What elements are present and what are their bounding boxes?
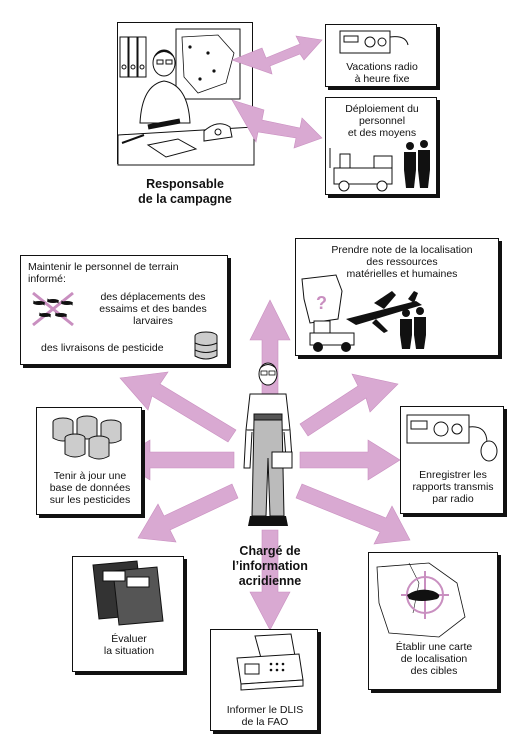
radio-schedule-text: Vacations radio à heure fixe <box>346 61 418 85</box>
barrels-stack-icon <box>52 415 122 460</box>
locate-text: Prendre note de la localisation des ress… <box>331 244 473 280</box>
radio-schedule-box: Vacations radio à heure fixe <box>325 24 437 87</box>
aircraft-icon <box>346 291 422 333</box>
campaign-manager-illustration <box>117 22 255 166</box>
top-arrows <box>231 35 323 149</box>
field-officer-icon <box>243 362 293 526</box>
target-map-box: Établir une carte de localisation des ci… <box>368 552 498 690</box>
radio-reports-box: Enregistrer les rapports transmis par ra… <box>400 406 504 514</box>
inform-dlis-box: Informer le DLIS de la FAO <box>210 629 318 731</box>
evaluate-text: Évaluer la situation <box>103 633 155 657</box>
truck-icon <box>329 148 393 192</box>
locust-swarm-icon <box>32 291 74 327</box>
people-icon <box>400 307 426 349</box>
map-text: Établir une carte de localisation des ci… <box>395 641 473 677</box>
inform-text: Informer le DLIS de la FAO <box>226 704 304 728</box>
tractor-icon <box>309 320 355 352</box>
evaluate-box: Évaluer la situation <box>72 556 184 672</box>
deployment-box: Déploiement du personnel et des moyens <box>325 97 437 195</box>
reports-text: Enregistrer les rapports transmis par ra… <box>412 469 494 505</box>
svg-text:?: ? <box>316 293 327 313</box>
pesticide-barrel-icon <box>194 331 218 360</box>
locate-resources-box: Prendre note de la localisation des ress… <box>295 238 499 356</box>
pesticide-database-box: Tenir à jour une base de données sur les… <box>36 407 142 515</box>
documents-icon <box>92 560 164 626</box>
maintain-item-swarms: des déplacements des essaims et des band… <box>99 291 207 327</box>
people-icon <box>404 140 430 188</box>
deployment-text: Déploiement du personnel et des moyens <box>345 103 419 139</box>
map-question-icon: ? <box>301 274 343 324</box>
fax-machine-icon <box>236 633 304 691</box>
database-text: Tenir à jour une base de données sur les… <box>49 470 131 506</box>
officer-at-desk-icon <box>117 28 255 166</box>
maintain-informed-box: Maintenir le personnel de terrain inform… <box>20 255 228 365</box>
central-role-title: Chargé de l’information acridienne <box>232 544 308 588</box>
radio-transceiver-icon <box>339 30 409 54</box>
campaign-manager-title: Responsable de la campagne <box>138 177 232 206</box>
radio-with-mic-icon <box>406 414 498 462</box>
target-map-icon <box>376 562 466 638</box>
maintain-item-pesticide: des livraisons de pesticide <box>41 342 164 354</box>
maintain-title: Maintenir le personnel de terrain inform… <box>28 261 179 285</box>
